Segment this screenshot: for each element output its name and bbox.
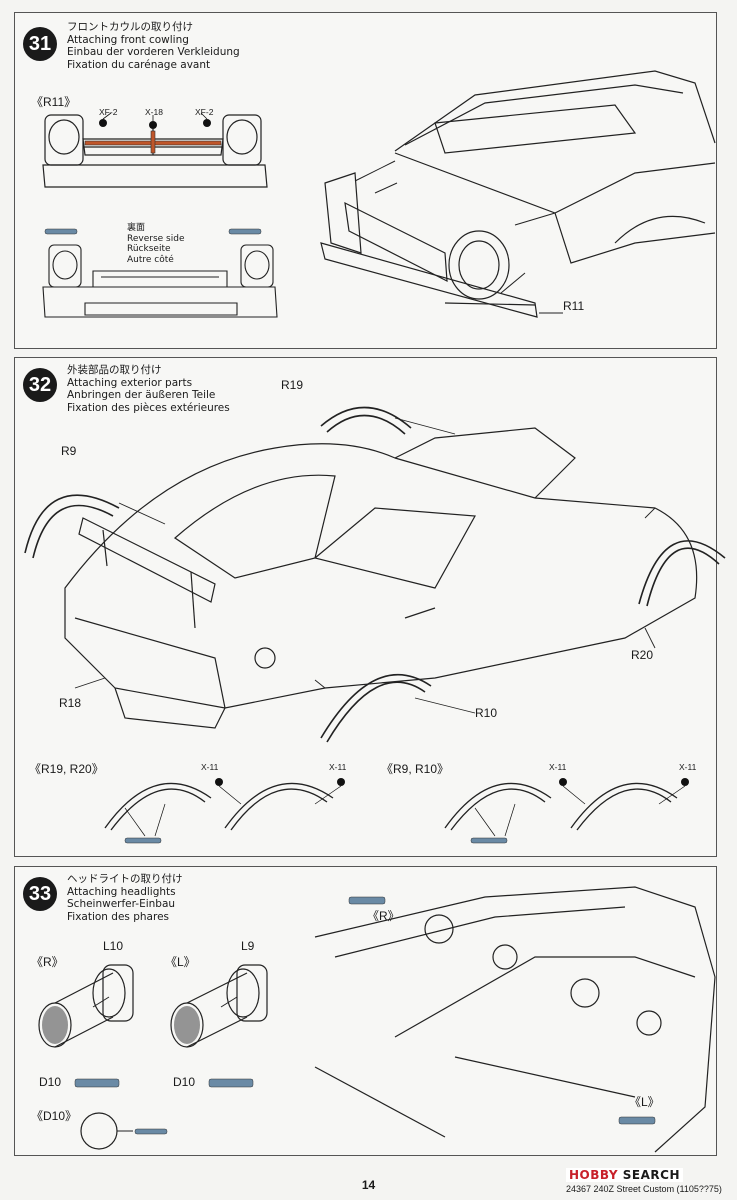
step-31-title-fr: Fixation du carénage avant: [67, 58, 211, 71]
part-r19-label: R19: [281, 378, 304, 392]
detail-r11-label: 《R11》: [31, 95, 77, 109]
step-32-title-ja: 外装部品の取り付け: [67, 364, 162, 376]
step-33-badge: 33: [23, 877, 57, 911]
watermark-hobby: HOBBY: [569, 1168, 619, 1182]
step-32-title-en: Attaching exterior parts: [67, 376, 193, 389]
callout-x18: X-18: [145, 107, 163, 117]
step-31-panel: 31 フロントカウルの取り付け Attaching front cowling …: [14, 12, 717, 349]
part-d10-label-left: D10: [173, 1075, 196, 1089]
cowling-front-drawing: [42, 70, 716, 318]
step-31-title: フロントカウルの取り付け Attaching front cowling Ein…: [67, 21, 240, 71]
page-number: 14: [361, 1178, 376, 1192]
step-31-title-de: Einbau der vorderen Verkleidung: [67, 46, 240, 58]
step-33-panel: 33 ヘッドライトの取り付け Attaching headlights Sche…: [14, 866, 717, 1156]
hobbysearch-watermark: HOBBY SEARCH: [566, 1168, 683, 1182]
callout-x11-1: X-11: [201, 762, 219, 772]
part-r18-label: R18: [59, 696, 82, 710]
step-33-title-fr: Fixation des phares: [67, 910, 169, 923]
callout-x11-4: X-11: [679, 762, 697, 772]
detail-d10-label: 《D10》: [31, 1109, 78, 1123]
part-r11-label: R11: [563, 299, 585, 313]
callout-x11-3: X-11: [549, 762, 567, 772]
detail-r19-r20-label: 《R19, R20》: [29, 762, 104, 776]
callout-xf2-left: XF-2: [99, 107, 118, 117]
callout-x11-2: X-11: [329, 762, 347, 772]
car-exterior-drawing: [24, 406, 726, 844]
step-32-title: 外装部品の取り付け Attaching exterior parts Anbri…: [67, 364, 230, 414]
headlight-drawing: [38, 886, 716, 1153]
reverse-side-de: Rückseite: [127, 244, 171, 254]
part-r10-label: R10: [475, 706, 498, 720]
watermark-search: SEARCH: [622, 1168, 680, 1182]
step-32-title-fr: Fixation des pièces extérieures: [67, 401, 230, 414]
step-33-title: ヘッドライトの取り付け Attaching headlights Scheinw…: [67, 873, 183, 923]
headlight-left-marker: 《L》: [165, 955, 196, 969]
step-33-title-ja: ヘッドライトの取り付け: [67, 873, 183, 885]
reverse-side-label: 裏面 Reverse side Rückseite Autre côté: [127, 223, 184, 265]
step-33-title-de: Scheinwerfer-Einbau: [67, 898, 176, 910]
part-d10-label-right: D10: [39, 1075, 62, 1089]
step-32-title-de: Anbringen der äußeren Teile: [67, 389, 216, 401]
step-31-title-en: Attaching front cowling: [67, 33, 189, 46]
part-r9-label: R9: [61, 444, 77, 458]
step-32-panel: 32 外装部品の取り付け Attaching exterior parts An…: [14, 357, 726, 857]
product-code: 24367 240Z Street Custom (1105??75): [566, 1184, 722, 1194]
part-r20-label: R20: [631, 648, 654, 662]
part-l9-label: L9: [241, 939, 255, 953]
part-l10-label: L10: [103, 939, 124, 953]
step-32-badge: 32: [23, 368, 57, 402]
headlight-right-marker: 《R》: [31, 955, 64, 969]
step-33-title-en: Attaching headlights: [67, 885, 176, 898]
detail-r9-r10-label: 《R9, R10》: [381, 762, 450, 776]
car-left-marker: 《L》: [629, 1095, 660, 1109]
reverse-side-fr: Autre côté: [127, 254, 174, 265]
reverse-side-en: Reverse side: [127, 233, 185, 244]
callout-xf2-right: XF-2: [195, 107, 214, 117]
step-31-badge: 31: [23, 27, 57, 61]
reverse-side-ja: 裏面: [127, 223, 146, 233]
step-31-title-ja: フロントカウルの取り付け: [67, 21, 193, 33]
